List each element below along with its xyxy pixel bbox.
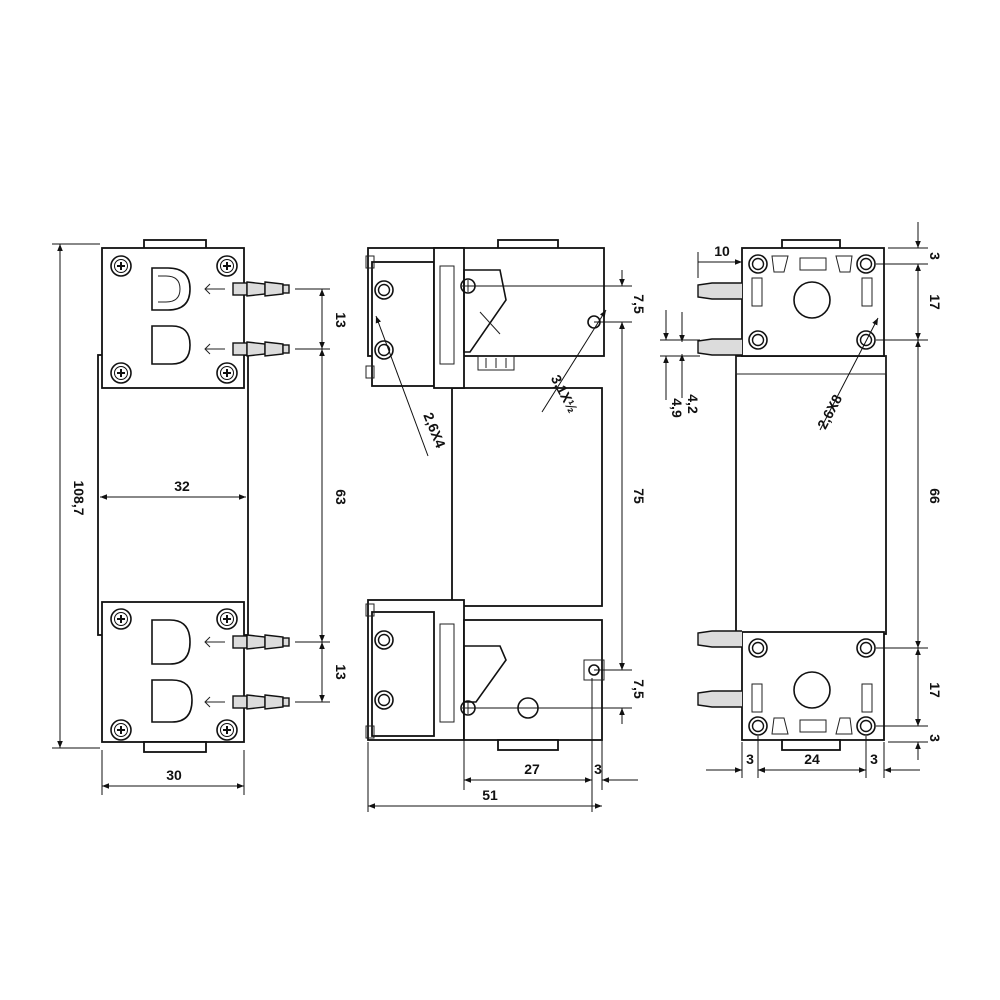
dim-end-left-offset: 10 [714, 243, 730, 259]
dim-end-port-b: 4,2 [685, 394, 701, 414]
dim-end-hole-spacing-top: 17 [927, 294, 943, 310]
dim-end-hole-spacing-bottom: 17 [927, 682, 943, 698]
dim-overall-length: 51 [482, 787, 498, 803]
dim-head-width: 30 [166, 767, 182, 783]
front-view [97, 239, 290, 753]
dim-end-hole-spacing-width: 24 [804, 751, 820, 767]
dim-end-left-margin: 3 [746, 751, 754, 767]
front-dimensions: 108,7 13 32 63 13 30 [52, 243, 349, 795]
dim-body-width: 32 [174, 478, 190, 494]
dim-end-port-a: 4,9 [669, 398, 685, 418]
dim-overall-height: 108,7 [71, 480, 87, 515]
end-dimensions: 10 3 17 66 17 3 4,9 4,2 2,6X8 [660, 222, 943, 778]
dim-port-spacing-top: 13 [333, 312, 349, 328]
hole-callout: 2,6X4 [420, 410, 449, 450]
dim-hole-to-edge: 27 [524, 761, 540, 777]
dim-end-body-length: 66 [927, 488, 943, 504]
dim-end-top-margin: 3 [927, 252, 943, 260]
dim-end-bottom-margin: 3 [927, 734, 943, 742]
dim-side-edge-margin: 3 [594, 761, 602, 777]
dim-mount-span: 75 [631, 488, 647, 504]
dim-end-right-margin: 3 [870, 751, 878, 767]
dim-side-bottom-offset: 7,5 [631, 679, 647, 699]
side-view [365, 239, 605, 751]
dim-port-center-distance: 63 [333, 489, 349, 505]
dim-side-top-offset: 7,5 [631, 294, 647, 314]
dim-port-spacing-bottom: 13 [333, 664, 349, 680]
end-view [697, 239, 887, 751]
